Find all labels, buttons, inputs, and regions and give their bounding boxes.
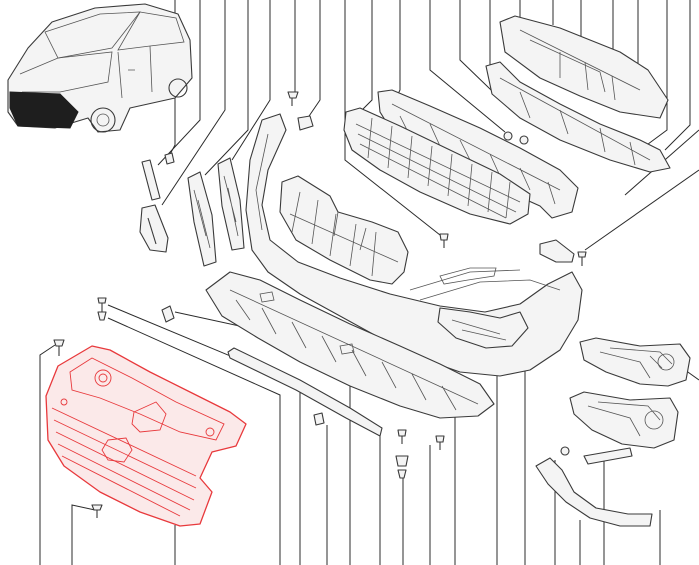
bumper-upper-edge (255, 133, 561, 301)
bumper-grille-opening (279, 175, 409, 285)
absorber-upper (499, 15, 669, 119)
bumper-trim-strip (227, 347, 383, 437)
bracket-rib (193, 189, 211, 249)
right-fog-lamp (569, 391, 679, 449)
fog-lamp-bulb (657, 353, 675, 371)
trim-strip-bar (227, 347, 383, 437)
clip-icon (313, 412, 325, 426)
bumper-cover-shell (245, 113, 583, 377)
leader-line (157, 0, 201, 166)
car-windshield (44, 11, 141, 59)
grille-insert-frame (343, 107, 531, 225)
grille-insert-mesh (355, 117, 521, 219)
leader-line (107, 317, 281, 565)
grille-side-hole (60, 398, 68, 406)
leader-line (204, 0, 249, 176)
clip-icon (503, 131, 513, 141)
car-side-windows (117, 11, 185, 51)
grille-mount-hole (94, 369, 112, 387)
upper-grille-insert (343, 107, 531, 225)
bumper-fog-recess (437, 307, 529, 349)
screw-icon (97, 311, 107, 321)
leader-line (39, 344, 56, 565)
screw-icon (397, 469, 407, 479)
grille-side-hole (205, 427, 215, 437)
clip-icon (297, 115, 314, 131)
fog-lamp-lens (599, 347, 673, 379)
car-front-wheel-hub (96, 113, 110, 127)
deflector-ribs (229, 289, 479, 411)
grille-badge-recess (131, 401, 167, 433)
screw-icon (287, 91, 299, 106)
front-grille-upper-panel (69, 357, 225, 441)
screw-icon (439, 233, 449, 248)
fog-lamp-bulb (644, 410, 664, 430)
front-grille-slats (51, 407, 197, 517)
reinforcement-ribs (391, 103, 561, 205)
clip-icon (519, 135, 529, 145)
car-door-lines (117, 45, 153, 99)
fog-lamp-housing (569, 391, 679, 449)
leader-line (584, 169, 699, 251)
trim-curved-molding (535, 457, 653, 527)
screw-icon (397, 429, 407, 444)
screw-icon (435, 435, 445, 450)
energy-absorber (485, 15, 671, 173)
lower-air-deflector (205, 271, 495, 419)
leader-line (304, 0, 321, 123)
screw-icon (577, 251, 587, 266)
fasteners (53, 91, 587, 518)
clip-icon (161, 305, 175, 323)
leader-line (664, 0, 691, 151)
clip-icon (395, 455, 409, 467)
leader-line (429, 0, 506, 133)
front-bumper-cover (245, 113, 583, 377)
grille-mount-hole-inner (98, 373, 108, 383)
absorber-ribs (519, 29, 641, 101)
bracket-rib (223, 175, 239, 237)
deflector-tabs (259, 291, 355, 355)
bracket-hook (139, 204, 169, 253)
bumper-top-strip (439, 267, 497, 285)
bracket-left-vertical (187, 171, 217, 267)
trim-short-strip (583, 447, 633, 465)
absorber-lower (485, 61, 671, 173)
fog-lamp-lens (587, 401, 661, 437)
fog-lamp-trim (535, 447, 653, 527)
bracket-small (141, 159, 161, 201)
front-grille[interactable] (45, 345, 247, 527)
leader-line (231, 0, 271, 161)
left-fog-lamp (579, 337, 691, 387)
car-hood (19, 51, 113, 93)
clip-icon (560, 446, 570, 456)
vehicle-thumbnail (7, 3, 193, 133)
car-front-wheel (90, 107, 116, 133)
front-grille-shell[interactable] (45, 345, 247, 527)
screw-icon (97, 297, 107, 312)
screw-icon (91, 504, 103, 518)
absorber-lower-ribs (499, 77, 651, 166)
car-rear-wheel (168, 78, 188, 98)
leader-line (359, 0, 373, 113)
leader-line (344, 0, 441, 236)
screw-icon (53, 339, 65, 356)
car-front-bumper-dark (9, 91, 79, 129)
leader-line (161, 0, 226, 206)
clip-icon (164, 152, 175, 165)
bumper-fog-recess-detail (451, 319, 507, 341)
side-brackets (139, 157, 245, 267)
leader-line (71, 504, 96, 565)
reinforcement-bracket (539, 239, 575, 263)
fog-lamp-housing (579, 337, 691, 387)
bumper-opening-details (289, 191, 399, 277)
grille-emblem (101, 437, 133, 463)
leader-line (394, 0, 401, 101)
leader-line (639, 0, 668, 151)
